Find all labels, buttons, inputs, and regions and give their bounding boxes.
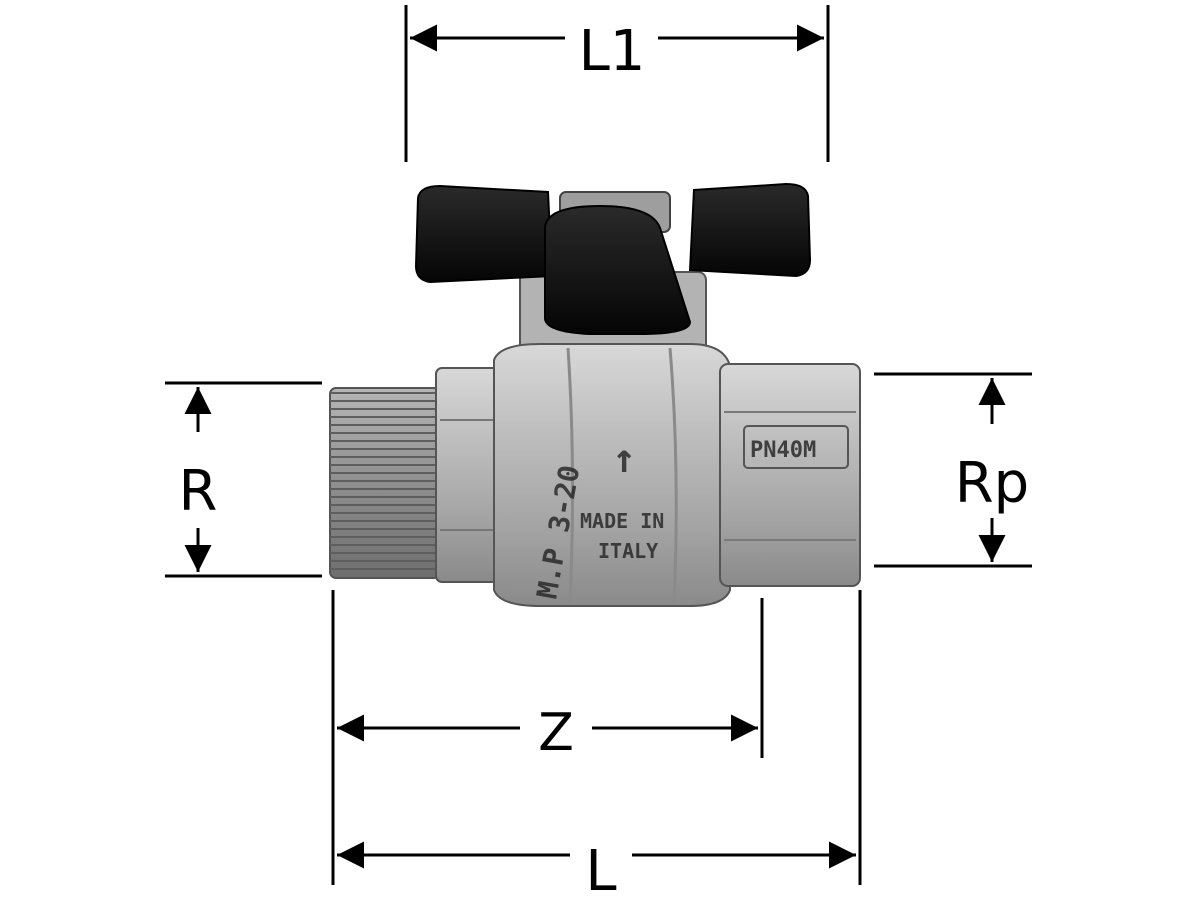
valve-illustration: M.P 3-20 ↑ MADE IN ITALY PN40M bbox=[329, 182, 861, 607]
left-hex-section bbox=[435, 367, 501, 583]
dimension-label-l: L bbox=[585, 839, 616, 900]
butterfly-handle bbox=[414, 182, 812, 335]
dimension-label-rp: Rp bbox=[955, 451, 1029, 516]
valve-body bbox=[493, 343, 731, 607]
italy-marking: ITALY bbox=[598, 539, 658, 563]
dimension-label-r: R bbox=[179, 459, 218, 524]
dimension-lines bbox=[165, 5, 1032, 885]
female-thread-end bbox=[719, 363, 861, 587]
dimension-labels: L1 R Rp Z L bbox=[179, 19, 1030, 900]
flow-arrow-marking: ↑ bbox=[612, 436, 636, 482]
pressure-marking: PN40M bbox=[750, 438, 816, 463]
dimension-label-z: Z bbox=[538, 703, 574, 763]
made-in-marking: MADE IN bbox=[580, 509, 664, 533]
dimension-label-l1: L1 bbox=[579, 19, 646, 84]
male-thread-end bbox=[329, 387, 441, 579]
